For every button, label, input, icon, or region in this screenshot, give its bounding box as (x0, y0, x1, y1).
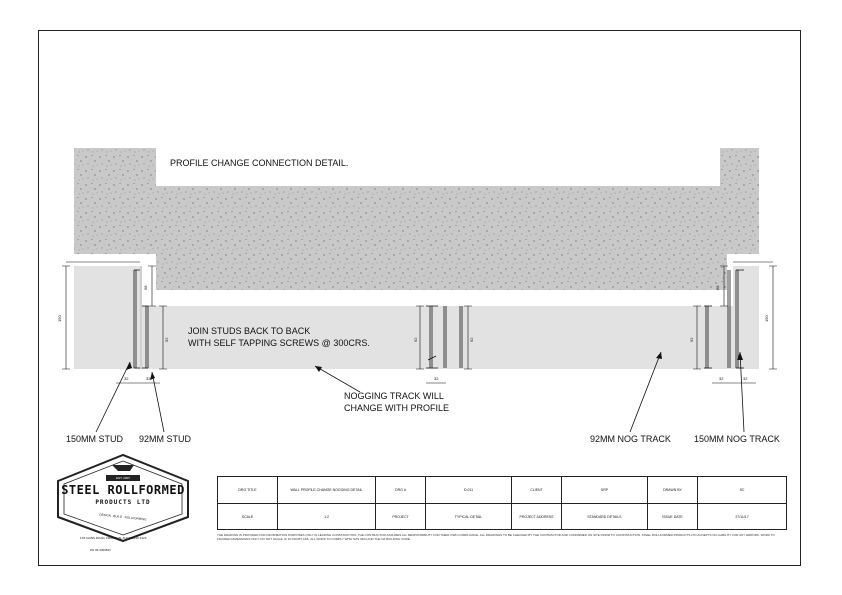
stud-92-mid (426, 305, 438, 369)
tb-cell: STANDARD DETAILS (562, 504, 648, 530)
dim-mid-92b (464, 305, 472, 370)
right-wall-150 (733, 266, 759, 369)
dim-label-flange-b: 32 (146, 376, 151, 381)
left-wall-150 (74, 266, 140, 369)
join-studs-note-line2: WITH SELF TAPPING SCREWS @ 300CRS. (188, 338, 370, 348)
tb-cell: DRG TITLE (218, 477, 278, 503)
tb-cell: SCALE (218, 504, 278, 530)
callout-92mm-nog-track: 92MM NOG TRACK (590, 434, 671, 444)
dim-label-92-c: 92 (469, 337, 474, 342)
dim-label-92-d: 92 (689, 337, 694, 342)
callout-92mm-stud: 92MM STUD (139, 434, 192, 444)
sheet-border (38, 30, 801, 566)
dim-label-right-58: 58 (715, 285, 720, 290)
stud-150-left (133, 269, 140, 369)
dim-label-flange-e: 32 (743, 376, 748, 381)
dim-left-92 (159, 305, 167, 370)
dim-right-150 (769, 265, 777, 370)
nogging-note-line1: NOGGING TRACK WILL (344, 391, 444, 401)
dim-label-right-150: 150 (764, 315, 769, 322)
arrow-150mm-nog (737, 352, 743, 360)
company-address: 178 CAINS ROAD, FRANKLIN, AUCKLAND 2123 (80, 536, 147, 540)
center-wall-92 (142, 306, 734, 369)
tb-cell: ISSUE DATE (648, 504, 698, 530)
tb-cell: 27/11/17 (735, 515, 749, 519)
tb-cell: DRG # (376, 477, 426, 503)
callout-150mm-nog-track: 150MM NOG TRACK (694, 434, 780, 444)
arrow-150mm-stud (126, 362, 132, 370)
stud-92-left (142, 305, 149, 369)
stud-150-right (727, 269, 744, 369)
dim-label-92-a: 92 (164, 337, 169, 342)
tb-cell: 1:2 (278, 504, 376, 530)
tb-cell: PROJECT (376, 504, 426, 530)
tb-cell: TYPICAL DETAIL (426, 504, 512, 530)
leader-join-studs (427, 355, 437, 361)
tb-cell: CLIENT (512, 477, 562, 503)
tb-cell: D.011 (426, 477, 512, 503)
dim-label-flange-c: 32 (434, 376, 439, 381)
leader-92mm-stud (151, 371, 165, 433)
callout-150mm-stud: 150MM STUD (66, 434, 124, 444)
arrow-92mm-nog (656, 352, 662, 359)
tb-cell: DRAWN BY (648, 477, 698, 503)
company-logo: EST. 2007 STEEL ROLLFORMED PRODUCTS LTD … (48, 453, 198, 543)
nogging-note-line2: CHANGE WITH PROFILE (344, 403, 450, 413)
logo-brand-line1: STEEL ROLLFORMED (61, 483, 185, 497)
tb-cell: SRP (562, 477, 648, 503)
track-mid-b (459, 306, 463, 368)
leader-92mm-nog (629, 351, 662, 433)
logo-brand-line2: PRODUCTS LTD (95, 499, 151, 506)
company-phone: PH 09 4459521 (90, 548, 111, 552)
join-studs-note-line1: JOIN STUDS BACK TO BACK (188, 326, 311, 336)
left-wall-edge (140, 266, 142, 369)
arrow-nogging (315, 366, 322, 372)
concrete-slab (74, 148, 759, 290)
dim-mid-92a (416, 305, 424, 370)
dim-label-left-150: 150 (57, 315, 62, 322)
leader-150mm-stud (95, 361, 131, 433)
tb-cell: WALL PROFILE CHANGE NOGGING DETAIL (278, 477, 376, 503)
drawing-title: PROFILE CHANGE CONNECTION DETAIL. (170, 158, 349, 168)
dim-right-58 (720, 265, 728, 307)
dim-label-flange-d: 32 (719, 376, 724, 381)
logo-hexagon-icon (57, 453, 189, 543)
title-block-row-2: SCALE 1:2 PROJECT TYPICAL DETAIL PROJECT… (218, 504, 786, 530)
dim-left-150 (62, 265, 70, 370)
tb-cell: PROJECT ADDRESS (512, 504, 562, 530)
title-block-row-1: DRG TITLE WALL PROFILE CHANGE NOGGING DE… (218, 477, 786, 504)
leader-150mm-nog (739, 351, 745, 433)
tb-cell: SC (739, 488, 745, 492)
dim-left-58 (148, 265, 156, 307)
leader-nogging (314, 365, 361, 393)
arrow-92mm-stud (150, 372, 155, 380)
dim-label-92-b: 92 (413, 337, 418, 342)
dim-label-left-58: 58 (143, 285, 148, 290)
dim-label-flange-a: 32 (124, 376, 129, 381)
dim-right-92 (693, 305, 701, 370)
logo-est: EST. 2007 (106, 475, 140, 481)
title-block: DRG TITLE WALL PROFILE CHANGE NOGGING DE… (217, 476, 787, 530)
stud-92-right (704, 305, 712, 369)
track-mid-a (443, 306, 447, 368)
disclaimer-notes: THE DRAWING IS PROVIDED FOR INFORMATION … (217, 533, 775, 541)
